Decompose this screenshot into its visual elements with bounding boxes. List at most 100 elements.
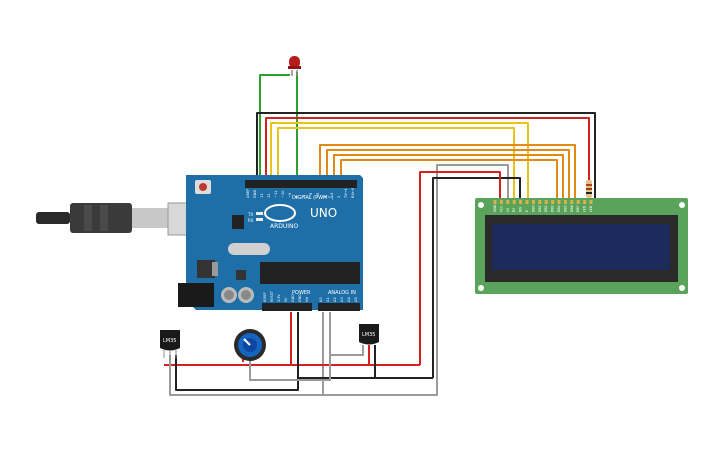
wire-bus-gray[interactable] — [169, 355, 323, 396]
lcd-pin-label: V0 — [506, 208, 510, 212]
sensor-1-label: LM35 — [163, 338, 176, 344]
wire-vcc-lcd[interactable] — [265, 117, 590, 182]
crystal — [228, 243, 270, 255]
lcd-pin[interactable] — [583, 200, 587, 204]
power-pin-label: IOREF — [263, 292, 267, 302]
lcd-pin[interactable] — [563, 200, 567, 204]
lcd-pin[interactable] — [551, 200, 555, 204]
lcd-pin-label: DB0 — [531, 205, 535, 212]
top-pin-label: 7 — [302, 196, 306, 198]
power-label: POWER — [292, 290, 311, 296]
wire-db5[interactable] — [326, 149, 570, 203]
analog-header — [318, 303, 360, 311]
lcd-pin[interactable] — [519, 200, 523, 204]
top-pin-label: ~11 — [274, 190, 278, 198]
digital-label: DIGITAL (PWM~) — [292, 195, 334, 201]
wire-bus-black[interactable] — [297, 312, 433, 379]
temp-sensor-1[interactable]: LM35 — [160, 330, 180, 358]
resistor[interactable] — [586, 180, 592, 198]
top-pin-label: GND — [253, 190, 257, 198]
wire-pot-gray[interactable] — [249, 312, 331, 381]
top-pin-label: ~3 — [330, 193, 334, 198]
rx-label: RX — [248, 218, 254, 223]
wire-bus-black2[interactable] — [175, 355, 299, 391]
wire-5v[interactable] — [419, 171, 501, 365]
top-pin-label: ~9 — [288, 192, 292, 198]
lcd-pin[interactable] — [525, 200, 529, 204]
power-header — [262, 303, 312, 311]
top-pin-label: 4 — [323, 195, 327, 198]
sensor-2-label: LM35 — [362, 332, 375, 338]
top-pin-label: 8 — [295, 195, 299, 198]
analog-pin-label: A0 — [319, 297, 323, 302]
power-pin-label: Vin — [305, 297, 309, 302]
wire-v0[interactable] — [322, 164, 509, 396]
wires — [164, 72, 596, 396]
analog-pin-label: A3 — [340, 297, 344, 302]
power-pin-label: 3.3V — [277, 294, 281, 302]
lcd-pin-label: RS — [512, 208, 516, 212]
top-pin-label: ~6 — [309, 192, 313, 198]
wire-gnd2[interactable] — [432, 177, 521, 378]
arduino-brand: ARDUINO — [270, 223, 299, 230]
wire-rs[interactable] — [270, 122, 529, 203]
temp-sensor-2[interactable]: LM35 — [359, 324, 379, 345]
wire-db6[interactable] — [333, 154, 564, 203]
lcd-pin[interactable] — [512, 200, 516, 204]
analog-label: ANALOG IN — [328, 290, 356, 296]
power-pin-label: GND — [298, 294, 302, 302]
power-pin-label: RESET — [270, 290, 274, 302]
wire-bus-red[interactable] — [164, 312, 292, 366]
lcd-pin-label: DB7 — [576, 205, 580, 212]
arduino-model: UNO — [310, 206, 337, 220]
lcd-pin-label: E — [525, 210, 529, 212]
lcd-pin[interactable] — [557, 200, 561, 204]
wire-e[interactable] — [277, 127, 515, 203]
arduino-uno[interactable]: ARDUINO UNO DIGITAL (PWM~) TX RX POWER A… — [178, 175, 363, 311]
lcd-pin-label: DB4 — [557, 205, 561, 212]
lcd-pin-label: VCC — [499, 205, 503, 212]
lcd-pin[interactable] — [538, 200, 542, 204]
lcd-pin[interactable] — [544, 200, 548, 204]
lcd-pin-label: DB2 — [544, 205, 548, 212]
wire-led-green[interactable] — [259, 74, 290, 182]
analog-pin-label: A2 — [333, 297, 337, 302]
power-pin-label: GND — [291, 294, 295, 302]
usb-cable[interactable] — [36, 202, 199, 236]
lcd-screen — [492, 224, 670, 270]
power-pin-label: 5V — [284, 297, 288, 302]
lcd-pin-label: GND — [493, 204, 497, 212]
red-led[interactable] — [288, 56, 301, 76]
wire-db7[interactable] — [340, 159, 558, 203]
lcd-pin-label: LED — [583, 205, 587, 212]
lcd-pin[interactable] — [589, 200, 593, 204]
power-jack[interactable] — [178, 283, 214, 307]
lcd-pin-label: DB3 — [551, 205, 555, 212]
analog-pin-label: A4 — [347, 297, 351, 302]
lcd-pin-label: DB1 — [538, 205, 542, 212]
lcd-pin[interactable] — [570, 200, 574, 204]
top-pin-label: ~10 — [281, 190, 285, 198]
lcd-pin[interactable] — [506, 200, 510, 204]
digital-header — [245, 180, 357, 188]
top-pin-label: 12 — [267, 193, 271, 198]
lcd-pin[interactable] — [493, 200, 497, 204]
top-pin-label: TX→1 — [344, 188, 348, 199]
lcd-pin[interactable] — [531, 200, 535, 204]
lcd-pin[interactable] — [576, 200, 580, 204]
lcd-pin[interactable] — [499, 200, 503, 204]
wire-db4[interactable] — [319, 144, 576, 203]
atmega-chip — [260, 262, 360, 284]
tx-label: TX — [247, 212, 253, 217]
lcd-pin-label: DB5 — [563, 205, 567, 212]
potentiometer[interactable] — [234, 329, 266, 361]
analog-pin-label: A5 — [354, 297, 358, 302]
top-pin-label: 13 — [260, 193, 264, 198]
wire-sensor2-gray[interactable] — [330, 345, 364, 356]
wire-gnd-lcd[interactable] — [256, 112, 596, 205]
